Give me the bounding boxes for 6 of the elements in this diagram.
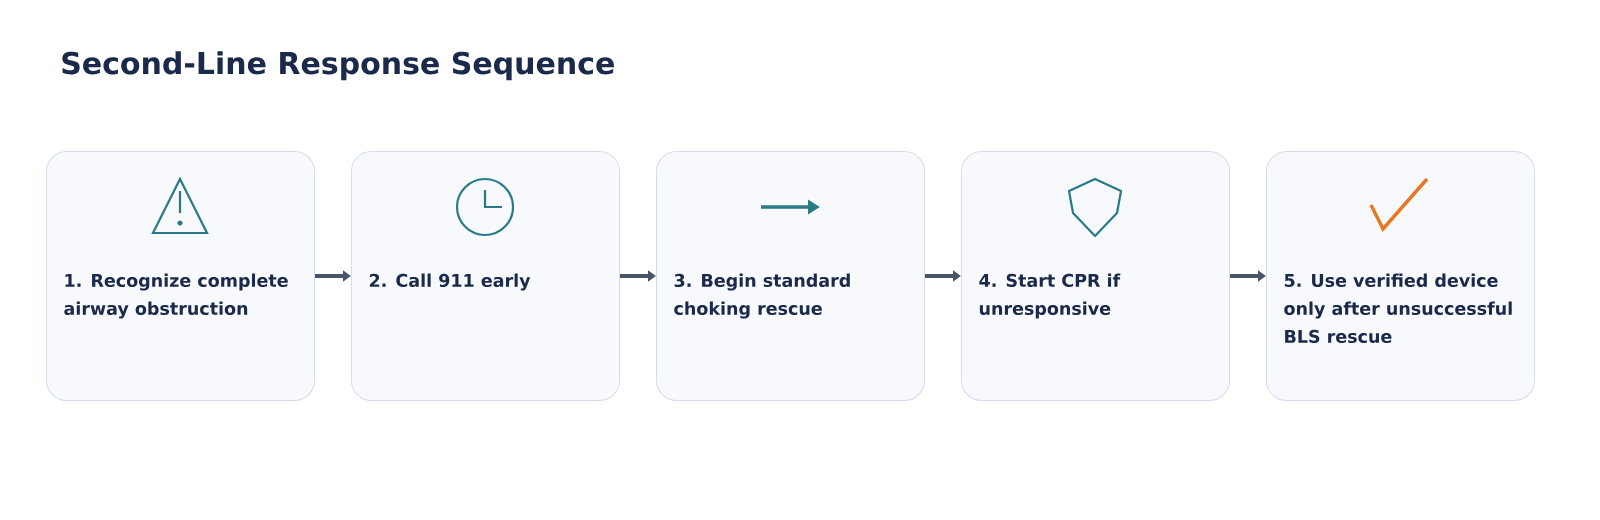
step-box: 2. Call 911 early xyxy=(351,151,620,401)
step-box: 1. Recognize complete airway obstruction xyxy=(46,151,315,401)
step-box: 4. Start CPR if unresponsive xyxy=(961,151,1230,401)
step-box: 5. Use verified device only after unsuccessful BLS rescue xyxy=(1266,151,1535,401)
step-box: 3. Begin standard choking rescue xyxy=(656,151,925,401)
title: Second-Line Response Sequence xyxy=(62,51,614,81)
